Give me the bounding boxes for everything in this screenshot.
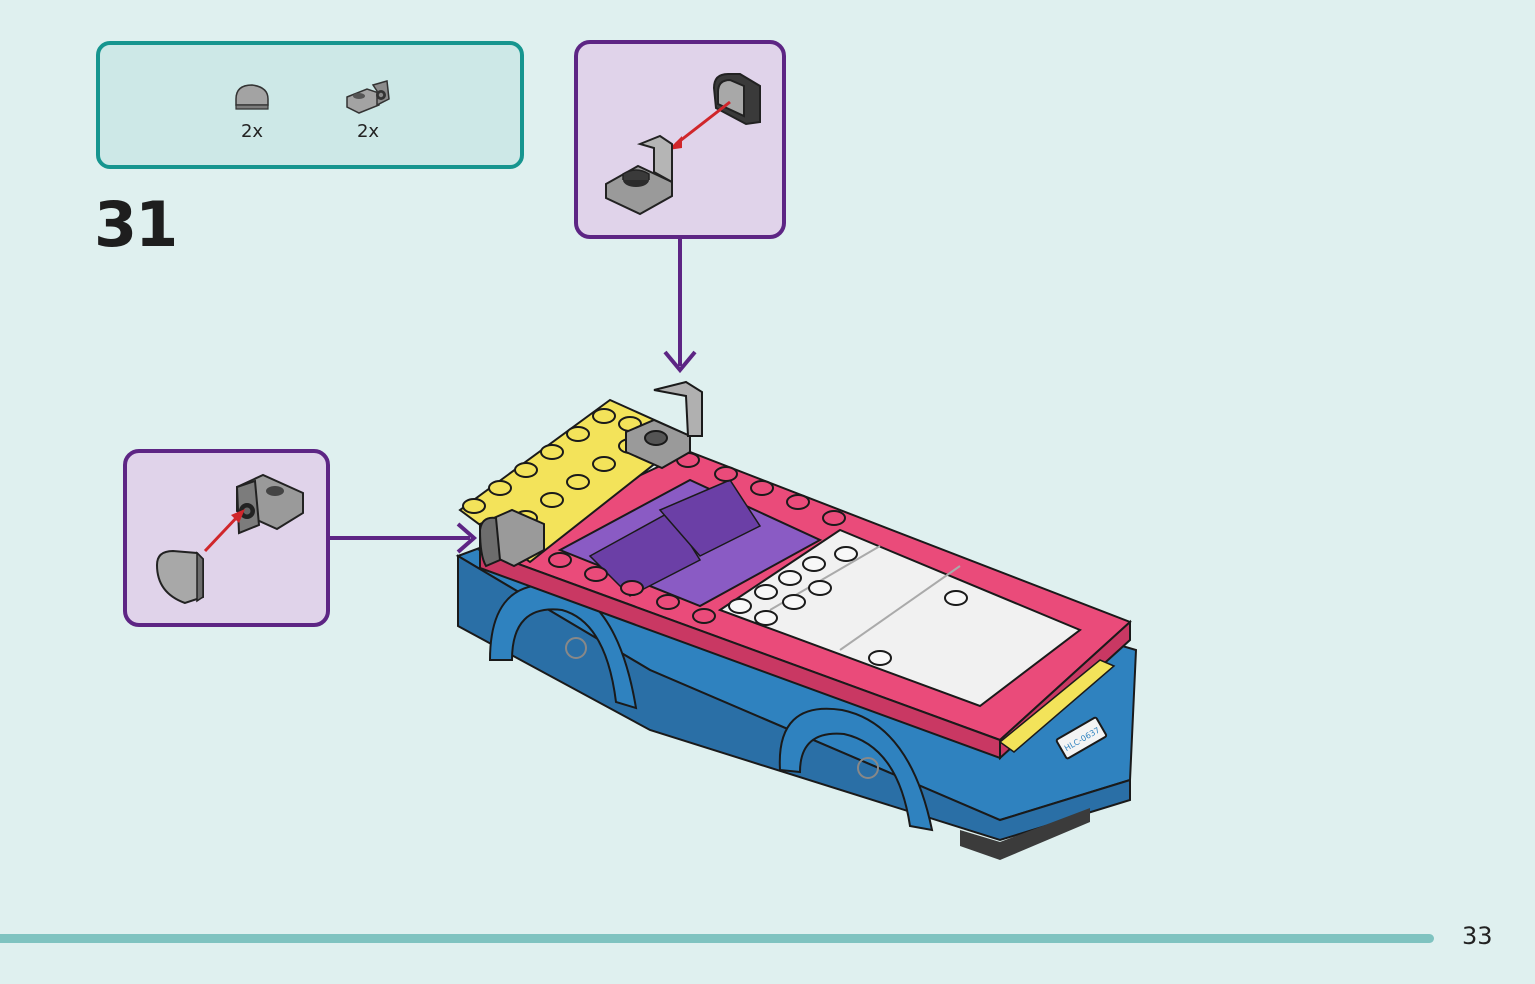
rounded-tile-icon bbox=[235, 84, 269, 110]
rear-wheel-arch bbox=[778, 707, 934, 832]
part-quantity: 2x bbox=[240, 121, 264, 142]
front-wheel-arch bbox=[488, 583, 638, 710]
car-model: HLC-0637 bbox=[455, 380, 1138, 860]
parts-list-box: 2x 2x bbox=[96, 41, 524, 169]
bracket-plate-attach-icon bbox=[605, 73, 761, 216]
footer-progress-bar bbox=[0, 934, 1434, 943]
side-callout bbox=[123, 449, 330, 627]
part-item-rounded-tile: 2x bbox=[222, 79, 282, 142]
part-item-bracket-plate: 2x bbox=[338, 79, 398, 142]
car-rear-deck bbox=[717, 528, 1082, 708]
page-number: 33 bbox=[1462, 922, 1493, 950]
part-quantity: 2x bbox=[356, 121, 380, 142]
step-number: 31 bbox=[94, 188, 178, 261]
tile-to-bracket-icon bbox=[155, 473, 304, 605]
bracket-plate-icon bbox=[346, 80, 390, 114]
rear-callout bbox=[574, 40, 786, 239]
